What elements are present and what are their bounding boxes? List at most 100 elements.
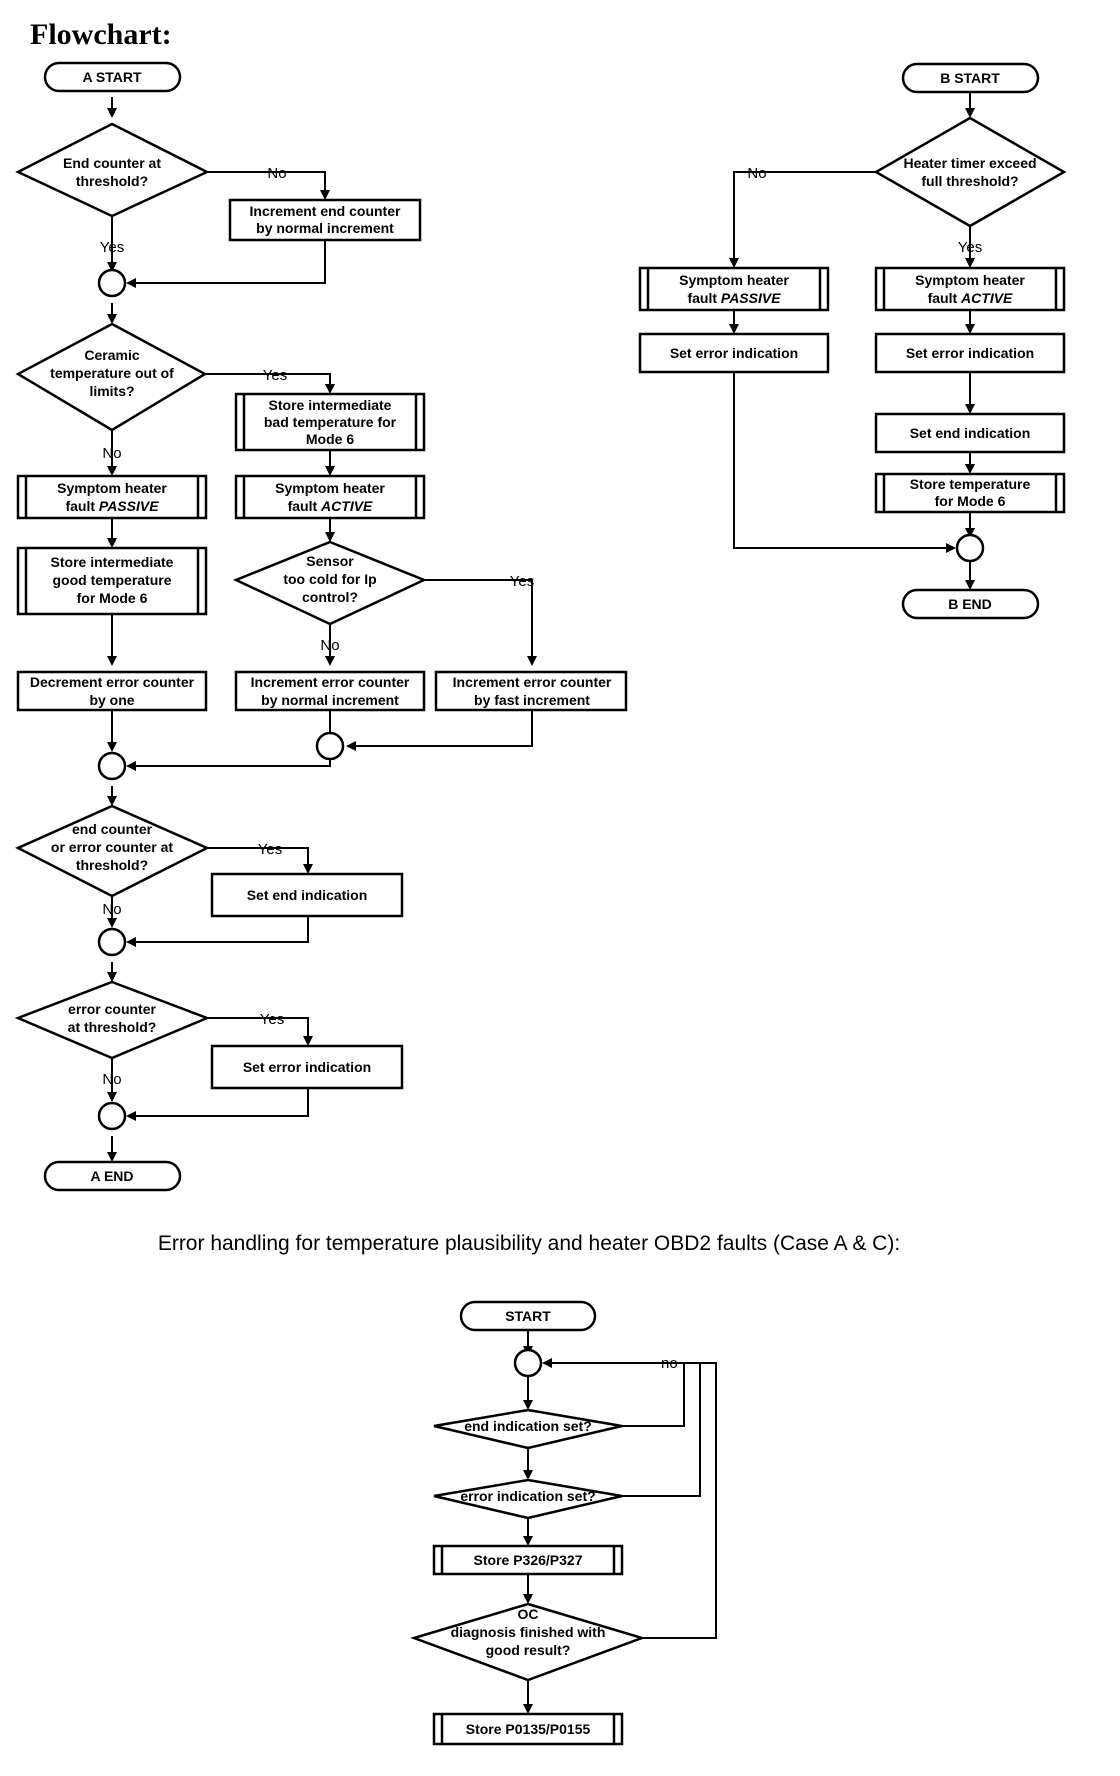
svg-text:Store P0135/P0155: Store P0135/P0155 — [466, 1721, 591, 1737]
svg-text:error counter: error counter — [68, 1001, 156, 1017]
flow-c: START no end indication set? error indic… — [410, 1300, 717, 1746]
connector-circle-a5 — [97, 1101, 127, 1131]
process-set-error-indication-b-left: Set error indication — [638, 332, 830, 374]
decision-sensor-too-cold: Sensor too cold for Ip control? — [232, 540, 428, 626]
section-caption: Error handling for temperature plausibil… — [157, 1232, 901, 1255]
process-increment-error-normal: Increment error counter by normal increm… — [234, 670, 426, 712]
connector-circle-a2 — [315, 731, 345, 761]
svg-text:by normal increment: by normal increment — [261, 692, 399, 708]
label-no-sensor: No — [320, 637, 339, 654]
svg-text:Symptom heater: Symptom heater — [915, 272, 1025, 288]
flow-b: B START Heater timer exceed full thresho… — [638, 62, 1067, 620]
svg-text:Set error indication: Set error indication — [670, 345, 798, 361]
flow-b-end-terminal: B END — [901, 588, 1040, 620]
process-set-error-indication-a: Set error indication — [210, 1044, 404, 1090]
svg-text:Increment error counter: Increment error counter — [453, 674, 612, 690]
svg-text:fault ACTIVE: fault ACTIVE — [928, 290, 1013, 306]
svg-text:Increment error counter: Increment error counter — [251, 674, 410, 690]
svg-text:fault PASSIVE: fault PASSIVE — [65, 498, 159, 514]
decision-error-counter-threshold: error counter at threshold? — [14, 980, 211, 1060]
label-no-end-or-error: No — [102, 901, 121, 918]
decision-error-indication-set: error indication set? — [433, 1478, 623, 1520]
flow-a: A START End counter at threshold? No Yes… — [14, 61, 628, 1192]
svg-text:good result?: good result? — [486, 1642, 571, 1658]
decision-oc-diagnosis: OC diagnosis finished with good result? — [410, 1602, 646, 1682]
connector-circle-a1 — [97, 268, 127, 298]
svg-text:by fast increment: by fast increment — [474, 692, 590, 708]
svg-text:limits?: limits? — [89, 383, 134, 399]
svg-text:OC: OC — [518, 1606, 539, 1622]
svg-text:control?: control? — [302, 589, 358, 605]
label-no-heater-timer: No — [747, 165, 766, 182]
flow-b-end-label: B END — [948, 596, 992, 612]
svg-text:end counter: end counter — [72, 821, 153, 837]
svg-text:threshold?: threshold? — [76, 857, 148, 873]
flow-b-start-terminal: B START — [901, 62, 1040, 94]
svg-text:Sensor: Sensor — [306, 553, 354, 569]
svg-text:Mode 6: Mode 6 — [306, 431, 354, 447]
flow-c-connectors — [523, 1330, 717, 1714]
svg-text:too cold for Ip: too cold for Ip — [283, 571, 376, 587]
svg-text:Symptom heater: Symptom heater — [275, 480, 385, 496]
svg-text:Set error indication: Set error indication — [906, 345, 1034, 361]
connector-circle-a4 — [97, 927, 127, 957]
label-no-error-counter: No — [102, 1071, 121, 1088]
svg-text:threshold?: threshold? — [76, 173, 148, 189]
svg-text:by one: by one — [89, 692, 134, 708]
svg-text:Set error indication: Set error indication — [243, 1059, 371, 1075]
svg-text:good temperature: good temperature — [52, 572, 171, 588]
page-title: Flowchart: — [30, 18, 172, 51]
svg-text:End counter at: End counter at — [63, 155, 161, 171]
process-symptom-passive-a: Symptom heater fault PASSIVE — [16, 474, 208, 520]
decision-end-or-error-counter: end counter or error counter at threshol… — [15, 804, 210, 898]
flow-c-start-terminal: START — [459, 1300, 597, 1332]
svg-text:Ceramic: Ceramic — [84, 347, 139, 363]
label-no-end-counter: No — [267, 165, 286, 182]
svg-text:full threshold?: full threshold? — [921, 173, 1018, 189]
svg-text:at threshold?: at threshold? — [68, 1019, 157, 1035]
svg-text:fault ACTIVE: fault ACTIVE — [288, 498, 373, 514]
label-yes-sensor: Yes — [510, 573, 534, 590]
process-decrement-error-counter: Decrement error counter by one — [16, 670, 208, 712]
svg-text:Symptom heater: Symptom heater — [679, 272, 789, 288]
flow-c-start-label: START — [505, 1308, 551, 1324]
svg-text:Decrement error counter: Decrement error counter — [30, 674, 195, 690]
decision-heater-timer: Heater timer exceed full threshold? — [873, 116, 1067, 228]
flow-a-start-label: A START — [82, 69, 142, 85]
svg-text:by normal increment: by normal increment — [256, 220, 394, 236]
process-symptom-active-a: Symptom heater fault ACTIVE — [234, 474, 426, 520]
connector-circle-a3 — [97, 751, 127, 781]
svg-text:end indication set?: end indication set? — [464, 1418, 592, 1434]
process-set-end-indication-a: Set end indication — [210, 872, 404, 918]
flow-b-connectors — [729, 92, 975, 590]
process-store-temperature-b: Store temperature for Mode 6 — [874, 472, 1066, 514]
label-yes-end-or-error: Yes — [258, 841, 282, 858]
svg-text:bad temperature for: bad temperature for — [264, 414, 397, 430]
svg-text:for Mode 6: for Mode 6 — [935, 493, 1006, 509]
svg-text:Store intermediate: Store intermediate — [51, 554, 174, 570]
svg-text:for Mode 6: for Mode 6 — [77, 590, 148, 606]
svg-text:fault PASSIVE: fault PASSIVE — [687, 290, 781, 306]
flow-b-start-label: B START — [940, 70, 1000, 86]
process-store-good-temperature: Store intermediate good temperature for … — [16, 546, 208, 616]
flow-a-end-terminal: A END — [43, 1160, 182, 1192]
svg-text:or error counter at: or error counter at — [51, 839, 173, 855]
flow-a-connectors — [107, 97, 537, 1162]
process-increment-error-fast: Increment error counter by fast incremen… — [434, 670, 628, 712]
label-yes-end-counter: Yes — [100, 239, 124, 256]
svg-text:error indication set?: error indication set? — [460, 1488, 595, 1504]
label-yes-heater-timer: Yes — [958, 239, 982, 256]
connector-circle-c1 — [513, 1348, 543, 1378]
svg-text:Symptom heater: Symptom heater — [57, 480, 167, 496]
label-no-ceramic: No — [102, 445, 121, 462]
svg-text:Store temperature: Store temperature — [910, 476, 1031, 492]
svg-text:Store P326/P327: Store P326/P327 — [474, 1552, 583, 1568]
svg-text:diagnosis finished with: diagnosis finished with — [451, 1624, 606, 1640]
decision-end-indication-set: end indication set? — [433, 1408, 623, 1450]
process-set-end-indication-b: Set end indication — [874, 412, 1066, 454]
flow-a-end-label: A END — [90, 1168, 133, 1184]
process-store-p326-p327: Store P326/P327 — [432, 1544, 624, 1576]
process-symptom-active-b: Symptom heater fault ACTIVE — [874, 266, 1066, 312]
process-set-error-indication-b-right: Set error indication — [874, 332, 1066, 374]
